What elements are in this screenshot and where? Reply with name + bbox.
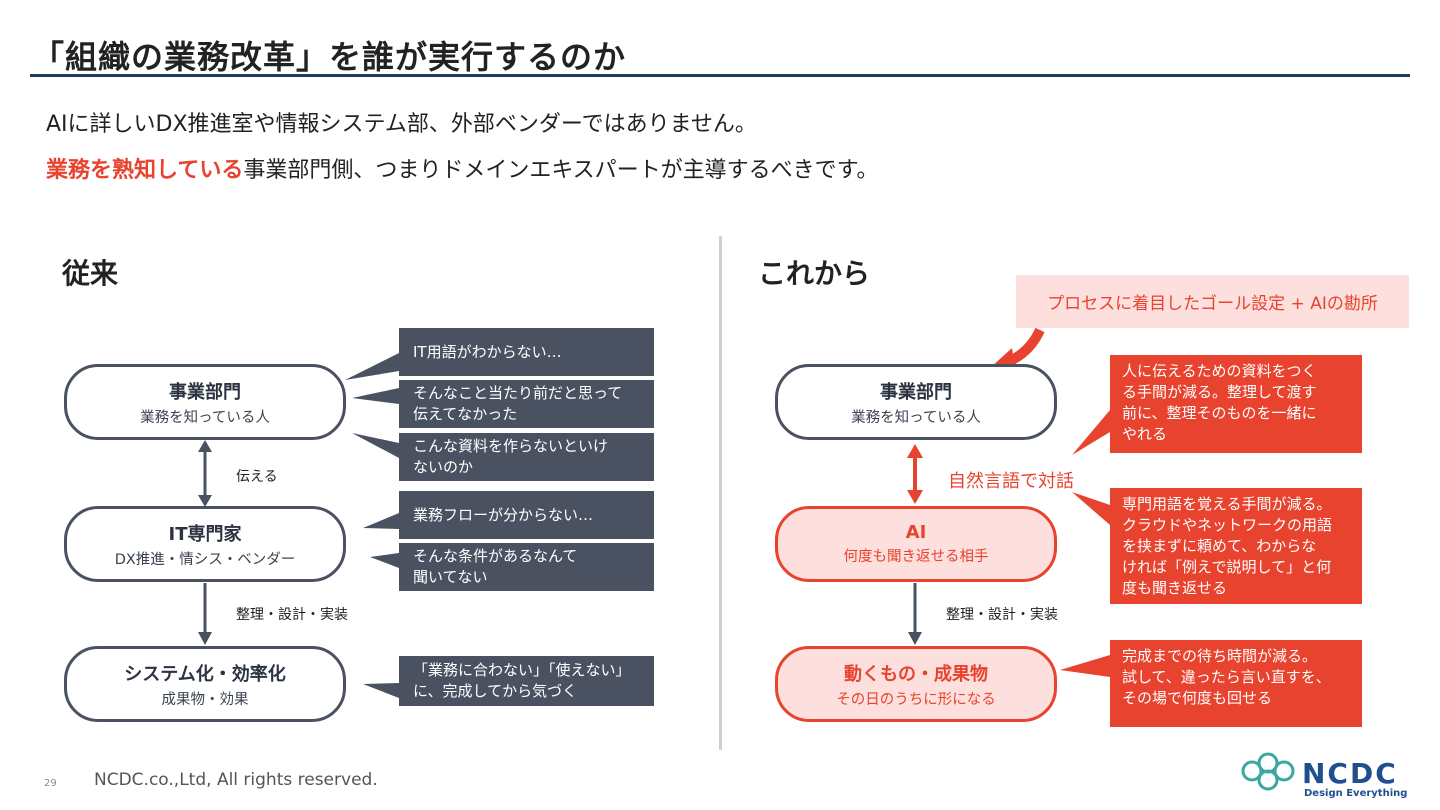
bubble-tail	[345, 353, 399, 698]
page-number: 29	[44, 778, 57, 789]
focus-note: プロセスに着目したゴール設定 + AIの勘所	[1016, 275, 1409, 328]
page-title: 「組織の業務改革」を誰が実行するのか	[32, 38, 627, 76]
benefit-bubble: 専門用語を覚える手間が減る。 クラウドやネットワークの用語 を挟まずに頼めて、わ…	[1110, 488, 1362, 604]
benefit-bubble: 人に伝えるための資料をつく る手間が減る。整理して渡す 前に、整理そのものを一緒…	[1110, 355, 1362, 453]
node-title: 事業部門	[169, 381, 241, 403]
lead-highlight: 業務を熟知している	[46, 158, 244, 183]
speech-bubble: IT用語がわからない…	[399, 328, 654, 376]
node-title: システム化・効率化	[124, 663, 286, 685]
node-subtitle: DX推進・情シス・ベンダー	[114, 551, 296, 568]
double-arrow-icon	[198, 440, 212, 507]
speech-bubble: そんな条件があるなんて 聞いてない	[399, 543, 654, 591]
arrow-label-implement: 整理・設計・実装	[946, 607, 1058, 623]
double-arrow-icon	[907, 444, 923, 504]
node-title: 事業部門	[880, 381, 952, 403]
benefit-bubble: 完成までの待ち時間が減る。 試して、違ったら言い直すを、 その場で何度も回せる	[1110, 640, 1362, 727]
column-divider	[719, 236, 722, 750]
speech-bubble: こんな資料を作らないといけ ないのか	[399, 433, 654, 481]
section-heading-before: 従来	[62, 257, 119, 290]
node-subtitle: 業務を知っている人	[140, 409, 270, 426]
node-subtitle: 業務を知っている人	[851, 409, 981, 426]
node-deliverable: 動くもの・成果物 その日のうちに形になる	[775, 646, 1057, 722]
logo-wordmark: NCDC	[1302, 757, 1398, 790]
node-it-experts: IT専門家 DX推進・情シス・ベンダー	[64, 506, 346, 582]
copyright: NCDC.co.,Ltd, All rights reserved.	[94, 770, 378, 790]
lead-line-2: 業務を熟知している事業部門側、つまりドメインエキスパートが主導するべきです。	[46, 152, 879, 184]
node-business-unit-future: 事業部門 業務を知っている人	[775, 364, 1057, 440]
ncdc-logo-icon	[1241, 752, 1295, 791]
speech-bubble: そんなこと当たり前だと思って 伝えてなかった	[399, 380, 654, 428]
arrow-label-dialogue: 自然言語で対話	[948, 471, 1074, 492]
node-business-unit: 事業部門 業務を知っている人	[64, 364, 346, 440]
node-title: AI	[905, 522, 927, 543]
arrow-label-tell: 伝える	[236, 469, 278, 485]
arrow-label-implement: 整理・設計・実装	[236, 607, 348, 623]
node-systemization: システム化・効率化 成果物・効果	[64, 646, 346, 722]
node-title: 動くもの・成果物	[844, 663, 988, 685]
arrow-down-icon	[198, 583, 212, 645]
node-subtitle: 成果物・効果	[161, 691, 249, 708]
section-heading-after: これから	[758, 257, 871, 290]
node-subtitle: 何度も聞き返せる相手	[843, 549, 989, 565]
lead-line-1: AIに詳しいDX推進室や情報システム部、外部ベンダーではありません。	[46, 112, 757, 137]
bubble-tail	[1060, 410, 1110, 677]
speech-bubble: 業務フローが分からない…	[399, 491, 654, 539]
node-title: IT専門家	[168, 523, 242, 545]
lead-line-2-rest: 事業部門側、つまりドメインエキスパートが主導するべきです。	[243, 158, 879, 183]
node-ai: AI 何度も聞き返せる相手	[775, 506, 1057, 582]
speech-bubble: 「業務に合わない」「使えない」 に、完成してから気づく	[399, 656, 654, 706]
title-underline	[30, 74, 1410, 77]
arrow-down-icon	[908, 583, 922, 645]
node-subtitle: その日のうちに形になる	[836, 691, 996, 708]
logo-tagline: Design Everything	[1304, 788, 1408, 799]
